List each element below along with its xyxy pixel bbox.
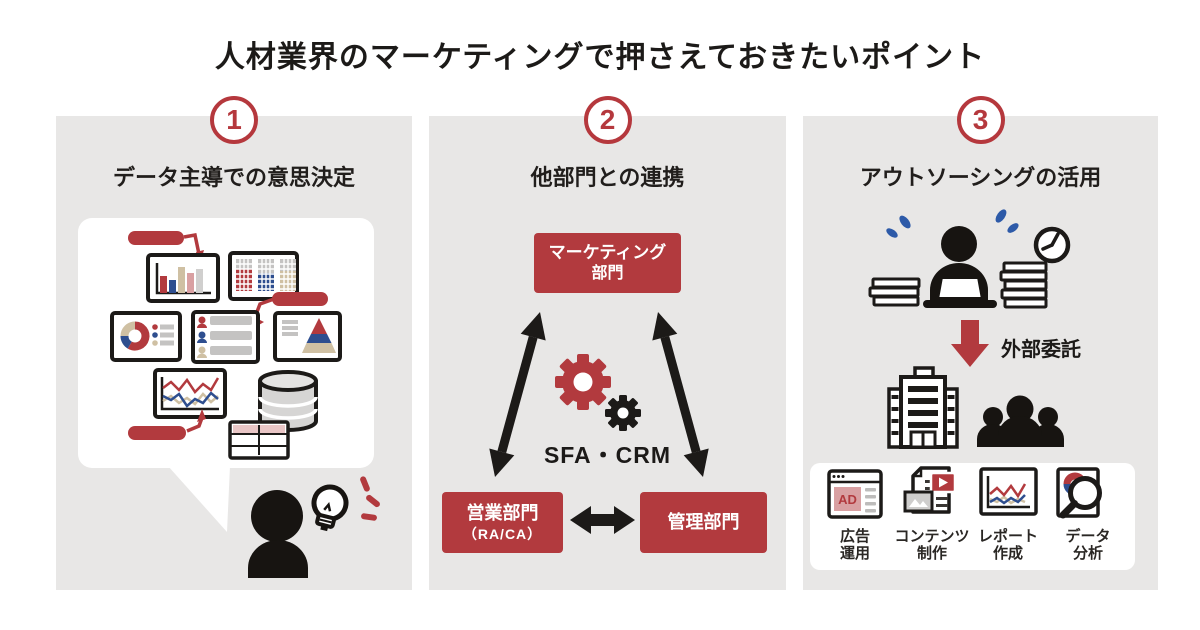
spreadsheet-icon xyxy=(228,420,290,460)
panel-1-title: データ主導での意思決定 xyxy=(112,165,355,190)
panel-3-title: アウトソーシングの活用 xyxy=(859,165,1102,190)
gear-icon xyxy=(555,354,611,410)
double-arrow-icon xyxy=(570,506,635,534)
clock-icon xyxy=(1033,226,1071,264)
admin-box-label: 管理部門 xyxy=(667,511,740,532)
lightbulb-icon xyxy=(311,484,349,532)
panel-department-collaboration: 2 他部門との連携 xyxy=(429,96,786,590)
double-arrow-icon xyxy=(652,312,709,477)
step-number-badge-1: 1 xyxy=(210,96,258,144)
gear-icon xyxy=(605,395,641,431)
sales-box-line2: （RA/CA） xyxy=(462,526,543,543)
service-label-ad: 広告 運用 xyxy=(813,528,897,562)
down-arrow-icon xyxy=(951,320,989,367)
ad-badge-text: AD xyxy=(838,492,857,507)
sales-box-line1: 営業部門 xyxy=(466,502,539,523)
ad-browser-icon: AD xyxy=(827,469,883,519)
panel-2-title: 他部門との連携 xyxy=(530,165,685,190)
pyramid-chart-icon xyxy=(273,311,342,362)
people-group-icon xyxy=(977,395,1064,447)
service-label-data: データ 分析 xyxy=(1046,528,1130,562)
data-magnifier-icon xyxy=(1056,467,1102,519)
waffle-chart-icon xyxy=(228,251,299,301)
service-ad-line2: 運用 xyxy=(839,545,870,562)
panel-data-driven-decision: 1 データ主導での意思決定 xyxy=(56,96,412,590)
step-number-badge-3: 3 xyxy=(956,96,1005,144)
service-data-line1: データ xyxy=(1065,528,1111,545)
book-stack-icon xyxy=(999,261,1048,309)
report-chart-icon xyxy=(979,467,1038,516)
marketing-box-line2: 部門 xyxy=(591,264,624,282)
service-label-report: レポート 作成 xyxy=(966,528,1050,562)
service-label-content: コンテンツ 制作 xyxy=(890,528,974,562)
page-title: 人材業界のマーケティングで押さえておきたいポイント xyxy=(214,41,986,74)
marketing-box-line1: マーケティング xyxy=(548,242,667,262)
marker-pen-icon xyxy=(128,409,206,440)
dashboard-illustration xyxy=(78,218,380,578)
content-docs-icon xyxy=(903,466,957,514)
spark-dashes-icon xyxy=(360,476,380,521)
collaboration-diagram xyxy=(489,312,709,534)
donut-chart-icon xyxy=(110,311,182,362)
outsource-arrow-label: 外部委託 xyxy=(1001,339,1081,361)
outsourcing-illustration: AD xyxy=(810,209,1135,570)
person-icon xyxy=(248,490,308,578)
service-content-line1: コンテンツ xyxy=(894,528,970,545)
service-report-line2: 作成 xyxy=(992,545,1023,562)
sweat-drop-icon xyxy=(886,209,1019,238)
sfa-crm-label: SFA・CRM xyxy=(543,442,672,468)
double-arrow-icon xyxy=(489,312,546,477)
service-report-line1: レポート xyxy=(977,528,1038,545)
service-content-line2: 制作 xyxy=(916,545,947,562)
book-stack-icon xyxy=(868,277,921,307)
services-card xyxy=(810,463,1135,570)
step-number-1: 1 xyxy=(226,104,242,135)
admin-department-box: 管理部門 xyxy=(640,492,767,553)
line-chart-icon xyxy=(153,368,227,419)
panel-outsourcing: 3 アウトソーシングの活用 xyxy=(803,96,1158,590)
office-building-icon xyxy=(887,366,959,449)
ranking-list-icon xyxy=(191,310,260,364)
step-number-badge-2: 2 xyxy=(583,96,632,144)
step-number-3: 3 xyxy=(972,104,989,135)
sales-department-box: 営業部門 （RA/CA） xyxy=(442,492,563,553)
marketing-department-box: マーケティング 部門 xyxy=(534,233,681,293)
step-number-2: 2 xyxy=(599,104,616,135)
bar-chart-icon xyxy=(146,253,220,303)
busy-worker-icon xyxy=(923,226,997,308)
service-data-line2: 分析 xyxy=(1072,545,1103,562)
service-ad-line1: 広告 xyxy=(839,528,870,545)
